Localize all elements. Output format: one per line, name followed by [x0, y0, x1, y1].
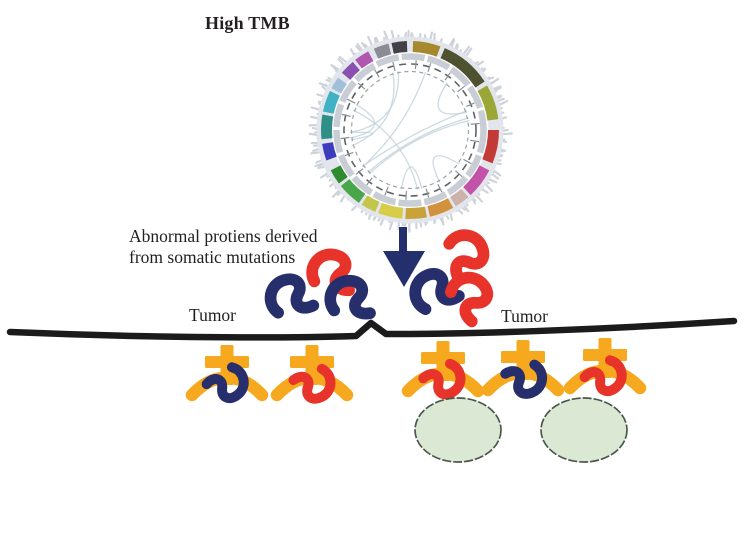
- annotation-line-2: from somatic mutations: [129, 247, 296, 267]
- receptor-complex: [185, 345, 269, 404]
- annotation-text: Abnormal protiens derived from somatic m…: [129, 226, 318, 268]
- tumor-label-right: Tumor: [501, 306, 549, 326]
- down-arrow-icon: [383, 227, 425, 287]
- receptor-arms: [185, 371, 269, 402]
- receptor-arms: [563, 364, 647, 395]
- receptor-crossbar: [583, 349, 627, 361]
- receptor-complex: [563, 338, 647, 397]
- abnormal-protein: [409, 268, 465, 316]
- abnormal-protein: [443, 229, 490, 285]
- abnormal-proteins-group: [264, 229, 494, 328]
- abnormal-protein: [444, 271, 494, 328]
- abnormal-protein: [324, 274, 376, 320]
- immune-cells-group: [414, 397, 628, 463]
- bound-protein: [201, 362, 249, 404]
- receptor-crossbar: [501, 351, 545, 363]
- receptor-complex: [481, 340, 565, 399]
- tumor-label-left: Tumor: [189, 305, 237, 325]
- immune-cell: [414, 397, 502, 463]
- receptor-complex: [270, 345, 354, 404]
- receptor-complexes-group: [185, 338, 647, 404]
- bound-protein: [418, 358, 466, 400]
- cell-membrane: [6, 317, 738, 341]
- receptor-crossbar: [421, 352, 465, 364]
- bound-protein: [288, 363, 336, 404]
- receptor-crossbar: [290, 356, 334, 368]
- circos-genome-plot: [308, 29, 513, 233]
- immune-cell: [540, 397, 628, 463]
- bound-protein: [579, 355, 627, 397]
- annotation-line-1: Abnormal protiens derived: [129, 226, 318, 246]
- receptor-crossbar: [205, 356, 249, 368]
- receptor-arms: [401, 367, 485, 398]
- receptor-complex: [401, 341, 485, 400]
- bound-protein: [500, 359, 547, 399]
- abnormal-protein: [264, 273, 320, 319]
- high-tmb-label: High TMB: [205, 13, 290, 33]
